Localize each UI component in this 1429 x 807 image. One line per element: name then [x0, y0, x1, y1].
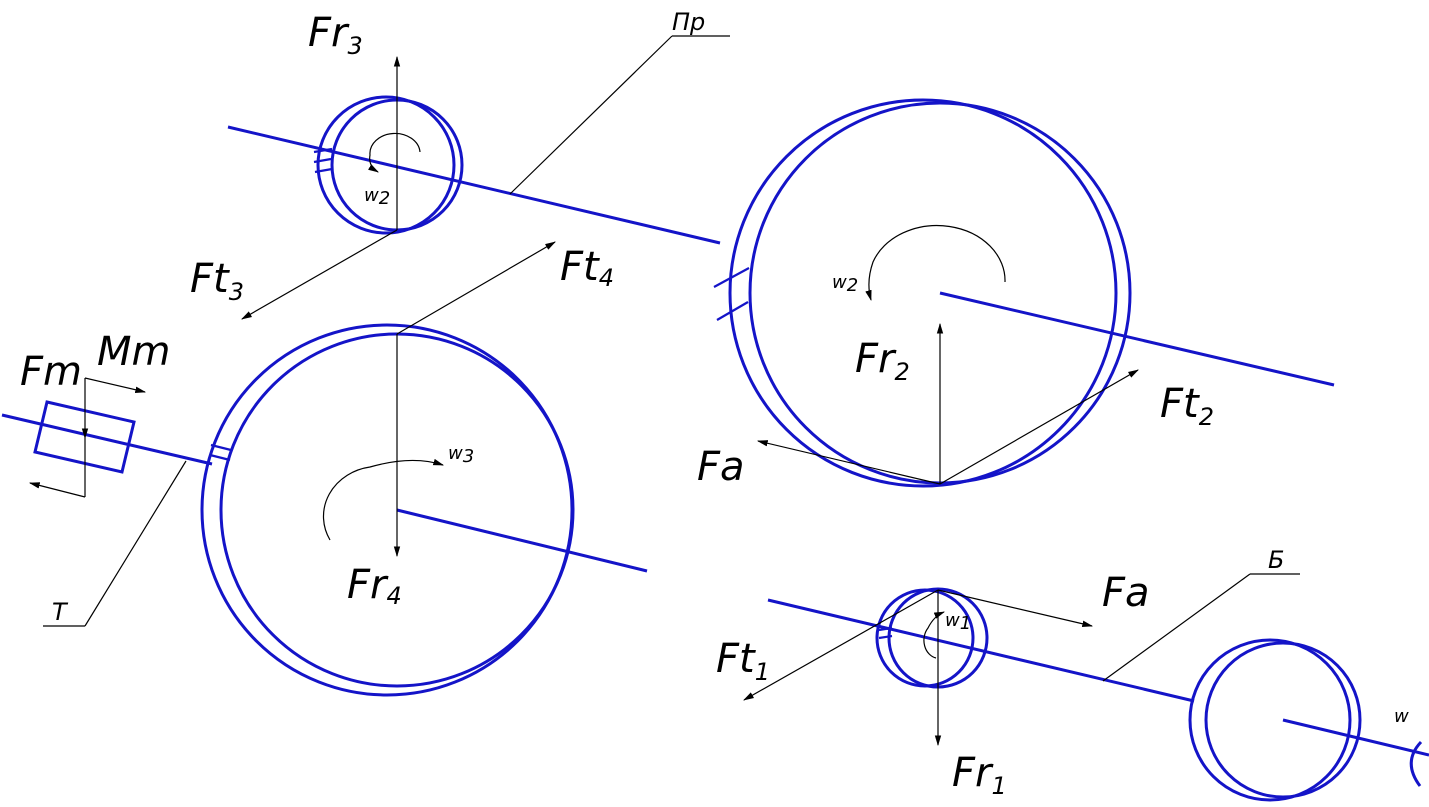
b-leader [1102, 573, 1251, 682]
fr3-label: Fr3 [308, 10, 363, 60]
fr1-label: Fr1 [952, 750, 1007, 800]
pulley-rotation-arc [1409, 740, 1423, 787]
pulley-shaft [1282, 718, 1429, 757]
w1-arc [923, 611, 946, 659]
w2-small-arc [367, 132, 421, 173]
w2-large-label: w2 [832, 272, 858, 296]
pulley [1188, 638, 1362, 802]
gear-4-shaft [396, 508, 648, 573]
ft1-label: Ft1 [716, 636, 770, 686]
b-label: Б [1268, 546, 1284, 574]
input-shaft [767, 598, 1195, 703]
fa-lower-label: Fa [1102, 570, 1150, 616]
ft3-label: Ft3 [190, 256, 244, 306]
ft1-vector [743, 589, 939, 701]
w3-arc [322, 458, 445, 541]
w3-label: w3 [448, 443, 474, 467]
mm-label: Mm [97, 329, 170, 375]
pr-leader [509, 35, 673, 195]
t-label: T [52, 598, 69, 626]
intermediate-shaft [227, 125, 721, 245]
fr2-label: Fr2 [855, 336, 910, 386]
pr-label: Пр [672, 8, 705, 36]
w2-large-arc [865, 224, 1006, 302]
ft2-vector [939, 369, 1139, 485]
fa-upper-label: Fa [697, 444, 745, 490]
output-shaft [1, 413, 213, 466]
mm-vector [84, 377, 147, 393]
w1-label: w1 [945, 610, 971, 634]
t-leader [84, 460, 187, 627]
ft4-label: Ft4 [560, 244, 614, 292]
fr4-label: Fr4 [347, 562, 402, 610]
coupling [33, 400, 136, 474]
gear-2 [713, 98, 1132, 488]
fm-label: Fm [20, 349, 82, 395]
ft3-vector [241, 229, 398, 320]
w-label: w [1394, 706, 1409, 727]
ft2-label: Ft2 [1160, 381, 1214, 431]
ft4-vector [396, 241, 556, 335]
w2-small-label: w2 [364, 185, 390, 209]
fa-upper-vector [756, 440, 941, 485]
mm-lower-vector [28, 482, 86, 498]
gear-2-shaft [939, 291, 1335, 387]
gear-4 [200, 323, 575, 697]
fa-lower-vector [937, 589, 1094, 627]
